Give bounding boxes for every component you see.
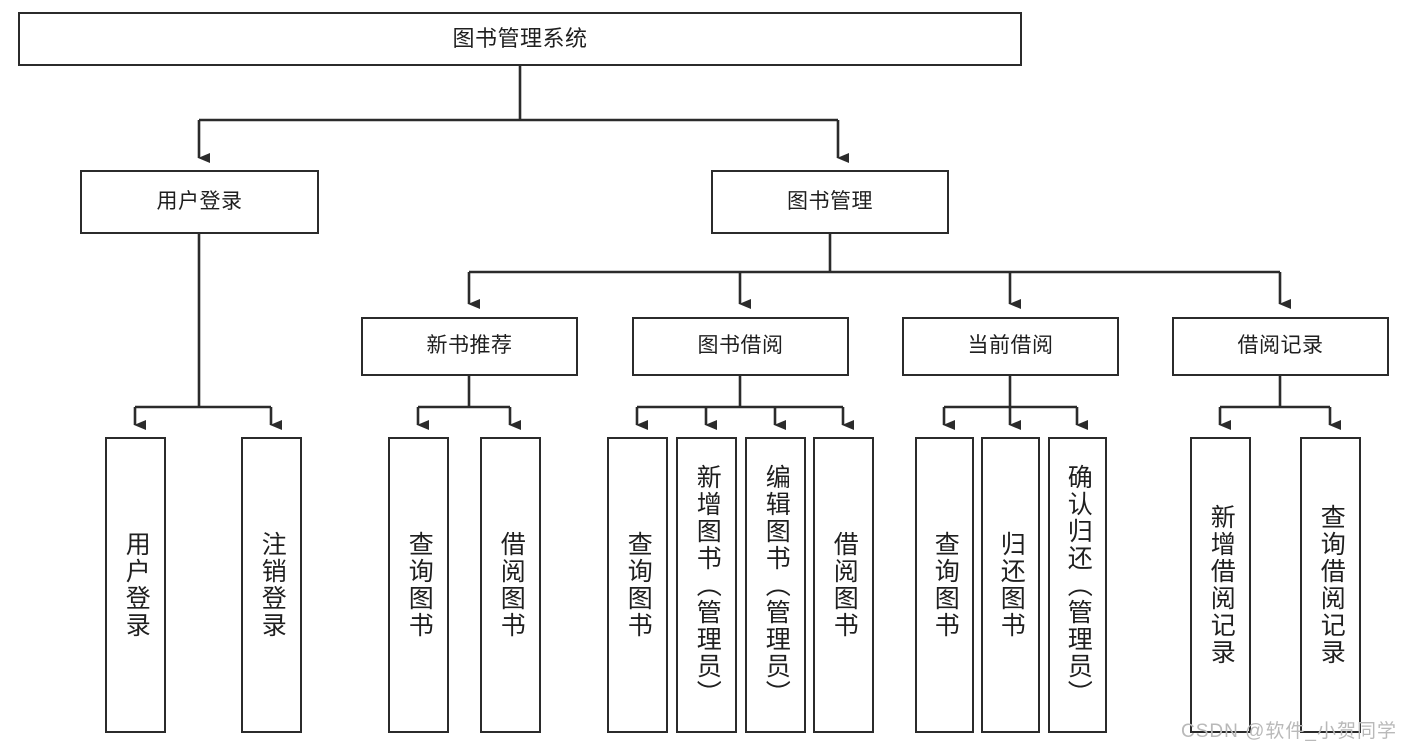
leaf-query-book-borrow[interactable]: 查询图书 xyxy=(607,437,668,733)
node-label: 新增图书（管理员） xyxy=(693,463,722,707)
node-label: 新增借阅记录 xyxy=(1207,504,1236,666)
leaf-query-borrow-record[interactable]: 查询借阅记录 xyxy=(1300,437,1361,733)
leaf-query-book-recommend[interactable]: 查询图书 xyxy=(388,437,449,733)
node-book-borrow[interactable]: 图书借阅 xyxy=(632,317,849,376)
node-label: 查询图书 xyxy=(931,531,960,639)
node-root-book-management-system[interactable]: 图书管理系统 xyxy=(18,12,1022,66)
node-label: 图书管理 xyxy=(787,189,873,213)
leaf-return-book[interactable]: 归还图书 xyxy=(981,437,1040,733)
node-label: 用户登录 xyxy=(122,531,151,639)
node-label: 借阅图书 xyxy=(497,531,526,639)
leaf-confirm-return-admin[interactable]: 确认归还（管理员） xyxy=(1048,437,1107,733)
node-label: 当前借阅 xyxy=(967,334,1054,358)
leaf-user-logout[interactable]: 注销登录 xyxy=(241,437,302,733)
leaf-query-book-current[interactable]: 查询图书 xyxy=(915,437,974,733)
node-label: 归还图书 xyxy=(997,531,1026,639)
node-user-login[interactable]: 用户登录 xyxy=(80,170,319,234)
node-current-borrow[interactable]: 当前借阅 xyxy=(902,317,1119,376)
leaf-borrow-book[interactable]: 借阅图书 xyxy=(813,437,874,733)
node-new-book-recommend[interactable]: 新书推荐 xyxy=(361,317,578,376)
leaf-add-borrow-record[interactable]: 新增借阅记录 xyxy=(1190,437,1251,733)
leaf-edit-book-admin[interactable]: 编辑图书（管理员） xyxy=(745,437,806,733)
node-label: 借阅记录 xyxy=(1237,334,1324,358)
csdn-watermark: CSDN @软件_小贺同学 xyxy=(1181,721,1397,742)
node-label: 确认归还（管理员） xyxy=(1064,463,1093,707)
node-label: 图书管理系统 xyxy=(452,26,588,52)
node-label: 查询图书 xyxy=(624,531,653,639)
leaf-borrow-book-recommend[interactable]: 借阅图书 xyxy=(480,437,541,733)
node-label: 编辑图书（管理员） xyxy=(762,463,791,707)
node-label: 查询图书 xyxy=(405,531,434,639)
node-label: 图书借阅 xyxy=(697,334,784,358)
leaf-user-login[interactable]: 用户登录 xyxy=(105,437,166,733)
node-book-management[interactable]: 图书管理 xyxy=(711,170,949,234)
leaf-add-book-admin[interactable]: 新增图书（管理员） xyxy=(676,437,737,733)
node-label: 查询借阅记录 xyxy=(1317,504,1346,666)
node-label: 注销登录 xyxy=(258,531,287,639)
node-label: 新书推荐 xyxy=(426,334,513,358)
node-label: 用户登录 xyxy=(156,189,243,213)
node-label: 借阅图书 xyxy=(830,531,859,639)
node-borrow-record[interactable]: 借阅记录 xyxy=(1172,317,1389,376)
